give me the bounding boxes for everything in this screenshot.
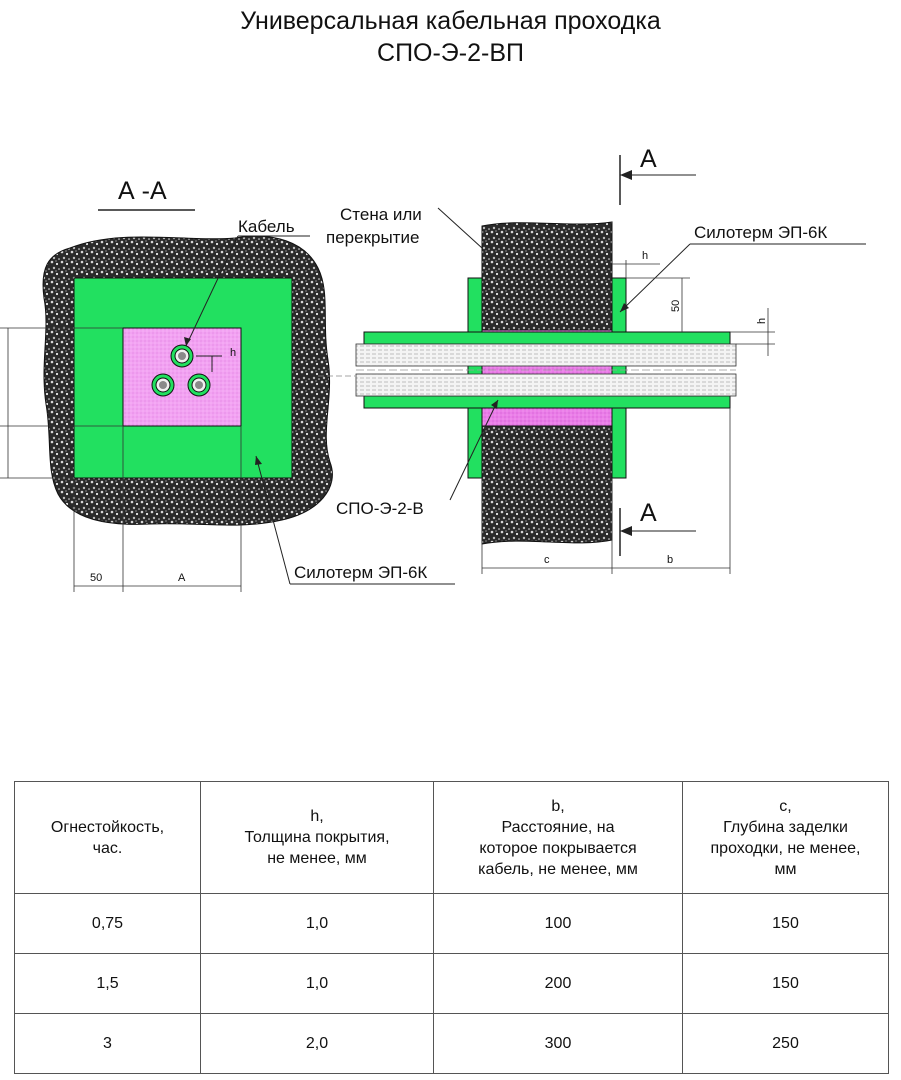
table-cell: 150	[682, 953, 889, 1014]
coating-sleeve-top	[363, 331, 731, 345]
header-coating-thickness: h, Толщина покрытия, не менее, мм	[200, 781, 434, 894]
cable-cross-section	[187, 373, 211, 397]
dim-50-left: 50	[90, 572, 102, 584]
leader-wall	[437, 207, 483, 249]
label-wall-line2: перекрытие	[326, 228, 419, 247]
label-cable: Кабель	[238, 217, 295, 236]
header-coverage-distance: b, Расстояние, на которое покрывается ка…	[433, 781, 683, 894]
spec-table: Огнестойкость, час. h, Толщина покрытия,…	[14, 781, 889, 1074]
section-marker-bottom: А	[640, 499, 657, 527]
side-view: А А Стена или перекрытие Силотерм ЭП-6К …	[326, 145, 866, 574]
filler-block	[122, 327, 242, 427]
arrowhead	[184, 337, 191, 346]
dim-h-right: h	[756, 318, 768, 324]
title-line-1: Универсальная кабельная проходка	[240, 7, 661, 35]
arrowhead	[620, 303, 629, 312]
section-marker-top: А	[640, 145, 657, 173]
arrowhead	[620, 526, 632, 536]
label-wall-line1: Стена или	[340, 205, 422, 224]
dim-b: b	[667, 554, 673, 566]
cable-cross-section	[151, 373, 175, 397]
title-line-2: СПО-Э-2-ВП	[377, 39, 524, 67]
table-cell: 150	[682, 893, 889, 954]
cable-cross-section	[170, 344, 194, 368]
header-fire-resistance: Огнестойкость, час.	[14, 781, 201, 894]
section-view: А -А h Кабель	[0, 177, 455, 592]
leader-coating-left	[255, 455, 291, 585]
cable-side	[355, 343, 737, 367]
arrowhead	[620, 170, 632, 180]
dim-50-right: 50	[670, 300, 682, 312]
table-cell: 1,5	[14, 953, 201, 1014]
arrowhead	[491, 400, 498, 409]
cable-side	[355, 373, 737, 397]
table-cell: 3	[14, 1013, 201, 1074]
coating-sleeve-bottom	[363, 395, 731, 409]
table-row: 0,75 1,0 100 150	[14, 893, 889, 954]
table-row: 1,5 1,0 200 150	[14, 953, 889, 1014]
table-cell: 0,75	[14, 893, 201, 954]
table-header-row: Огнестойкость, час. h, Толщина покрытия,…	[14, 781, 889, 894]
table-cell: 300	[433, 1013, 683, 1074]
section-label: А -А	[118, 177, 167, 205]
dim-a-width: А	[178, 572, 186, 584]
label-coating-right: Силотерм ЭП-6К	[694, 223, 827, 242]
arrowhead	[255, 456, 262, 465]
table-cell: 100	[433, 893, 683, 954]
cable-penetration-drawing: А -А h Кабель	[0, 145, 866, 592]
table-cell: 250	[682, 1013, 889, 1074]
dim-c: c	[544, 554, 550, 566]
table-cell: 1,0	[200, 893, 434, 954]
table-cell: 200	[433, 953, 683, 1014]
leader-cable	[185, 235, 239, 347]
dim-h-front: h	[230, 347, 236, 359]
table-cell: 1,0	[200, 953, 434, 1014]
table-row: 3 2,0 300 250	[14, 1013, 889, 1074]
table-cell: 2,0	[200, 1013, 434, 1074]
label-coating-left: Силотерм ЭП-6К	[294, 563, 427, 582]
header-seal-depth: c, Глубина заделки проходки, не менее, м…	[682, 781, 889, 894]
leader-product	[449, 399, 499, 501]
label-product: СПО-Э-2-В	[336, 499, 424, 518]
dim-h-top: h	[642, 250, 648, 262]
